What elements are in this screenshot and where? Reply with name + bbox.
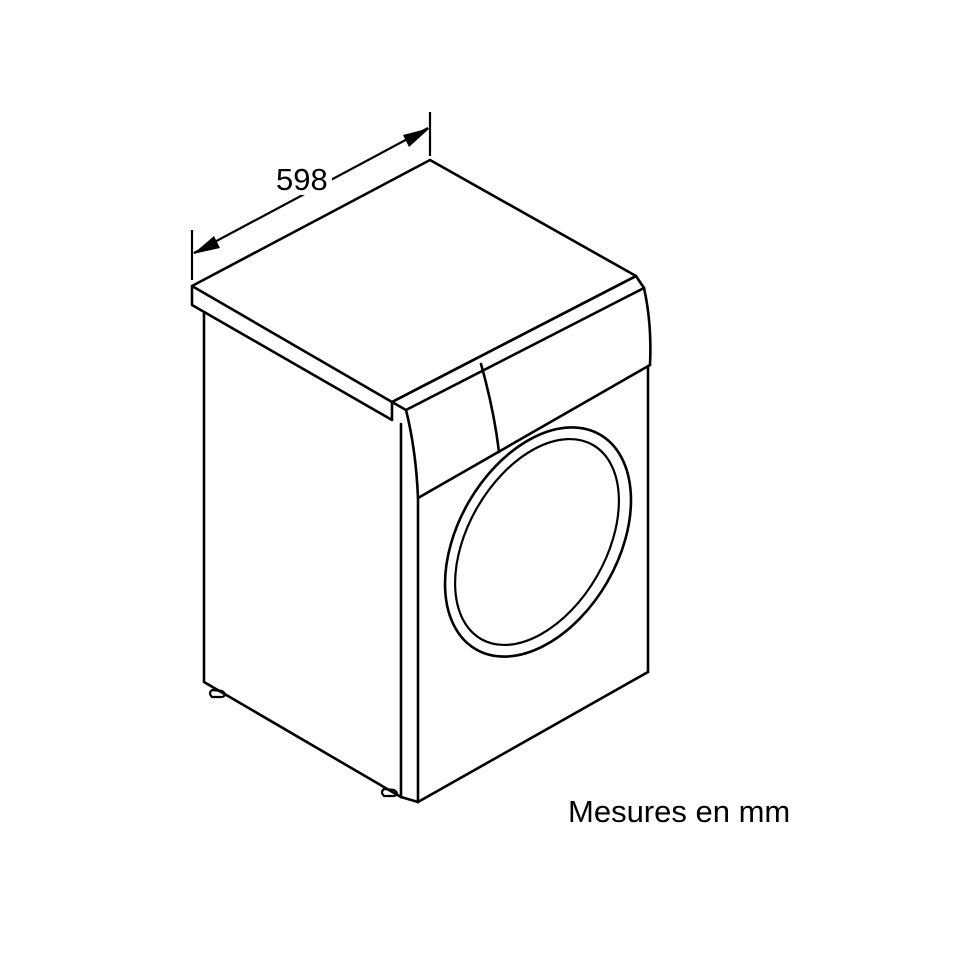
foot-right bbox=[380, 787, 399, 798]
door-outer-ring bbox=[443, 426, 633, 658]
units-caption: Mesures en mm bbox=[568, 794, 791, 829]
door bbox=[443, 426, 633, 658]
arrow-right-icon bbox=[403, 128, 430, 147]
machine-top bbox=[190, 158, 638, 422]
door-inner-ring bbox=[454, 437, 620, 647]
feet bbox=[208, 688, 399, 798]
foot-left bbox=[208, 688, 227, 699]
width-dimension-label: 598 bbox=[272, 164, 332, 195]
machine-side-panel bbox=[202, 310, 403, 799]
arrow-left-icon bbox=[193, 236, 220, 254]
panel-divider bbox=[479, 362, 501, 454]
control-panel bbox=[390, 274, 652, 500]
machine-front bbox=[399, 364, 650, 804]
